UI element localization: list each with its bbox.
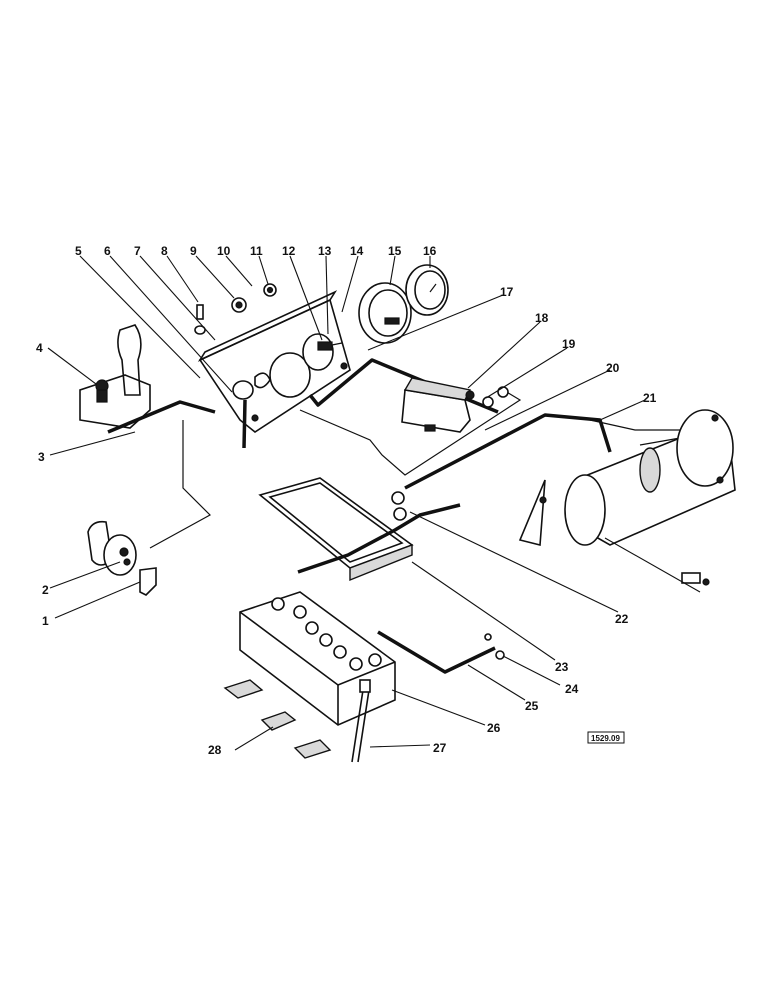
callout-15: 15 bbox=[388, 244, 402, 258]
starter-sender bbox=[681, 572, 710, 586]
callout-2: 2 bbox=[42, 583, 49, 597]
callout-5: 5 bbox=[75, 244, 82, 258]
callout-17: 17 bbox=[500, 285, 514, 299]
part-6-ignition-switch bbox=[232, 372, 271, 449]
callout-11: 11 bbox=[250, 244, 263, 258]
callout-6: 6 bbox=[104, 244, 111, 258]
instrument-panel bbox=[197, 290, 351, 433]
callout-7: 7 bbox=[134, 244, 141, 258]
callout-22: 22 bbox=[615, 612, 629, 626]
callout-3: 3 bbox=[38, 450, 45, 464]
battery-earth-cable bbox=[297, 503, 461, 574]
part-11-light bbox=[263, 283, 277, 297]
horn-wire bbox=[149, 420, 211, 549]
callout-24: 24 bbox=[565, 682, 579, 696]
part-13-sender bbox=[317, 341, 343, 351]
part-24-terminal-nut bbox=[484, 633, 505, 660]
callout-10: 10 bbox=[217, 244, 231, 258]
callout-9: 9 bbox=[190, 244, 197, 258]
callout-1: 1 bbox=[42, 614, 49, 628]
callout-14: 14 bbox=[350, 244, 364, 258]
callout-25: 25 bbox=[525, 699, 539, 713]
part-25-battery-lead bbox=[377, 630, 496, 674]
part-8-screw bbox=[194, 304, 206, 335]
callout-12: 12 bbox=[282, 244, 296, 258]
callout-19: 19 bbox=[562, 337, 576, 351]
callout-21: 21 bbox=[643, 391, 657, 405]
callout-labels: 1 2 3 4 5 6 7 8 9 10 11 12 13 14 15 16 1… bbox=[36, 244, 657, 757]
part-15-gauge bbox=[358, 282, 412, 344]
leader-lines bbox=[47, 255, 701, 751]
tray-washers bbox=[391, 491, 407, 521]
callout-13: 13 bbox=[318, 244, 332, 258]
part-9-warning-lamp bbox=[231, 297, 247, 313]
drawing-reference-text: 1529.09 bbox=[591, 734, 620, 743]
callout-28: 28 bbox=[208, 743, 222, 757]
part-18-regulator bbox=[401, 377, 475, 433]
part-27-hold-down-rod bbox=[351, 679, 371, 763]
part-1-horn-bracket bbox=[139, 567, 157, 596]
part-2-horn bbox=[87, 520, 137, 576]
part-16-gauge bbox=[405, 264, 449, 316]
callout-26: 26 bbox=[487, 721, 501, 735]
part-21-terminals bbox=[589, 419, 681, 446]
callout-4: 4 bbox=[36, 341, 43, 355]
part-28-battery-pads bbox=[223, 679, 332, 759]
callout-18: 18 bbox=[535, 311, 549, 325]
part-3-wire bbox=[107, 400, 216, 434]
part-17-harness-lines bbox=[299, 387, 522, 476]
part-4-switch-bracket bbox=[79, 324, 151, 429]
callout-23: 23 bbox=[555, 660, 569, 674]
callout-16: 16 bbox=[423, 244, 437, 258]
callout-27: 27 bbox=[433, 741, 447, 755]
part-23-battery-tray bbox=[258, 477, 414, 582]
drawing-reference: 1529.09 bbox=[587, 731, 625, 744]
part-20-wire bbox=[404, 413, 612, 490]
part-26-battery bbox=[239, 591, 396, 726]
part-22-starter-motor bbox=[518, 409, 736, 547]
callout-20: 20 bbox=[606, 361, 620, 375]
callout-8: 8 bbox=[161, 244, 168, 258]
